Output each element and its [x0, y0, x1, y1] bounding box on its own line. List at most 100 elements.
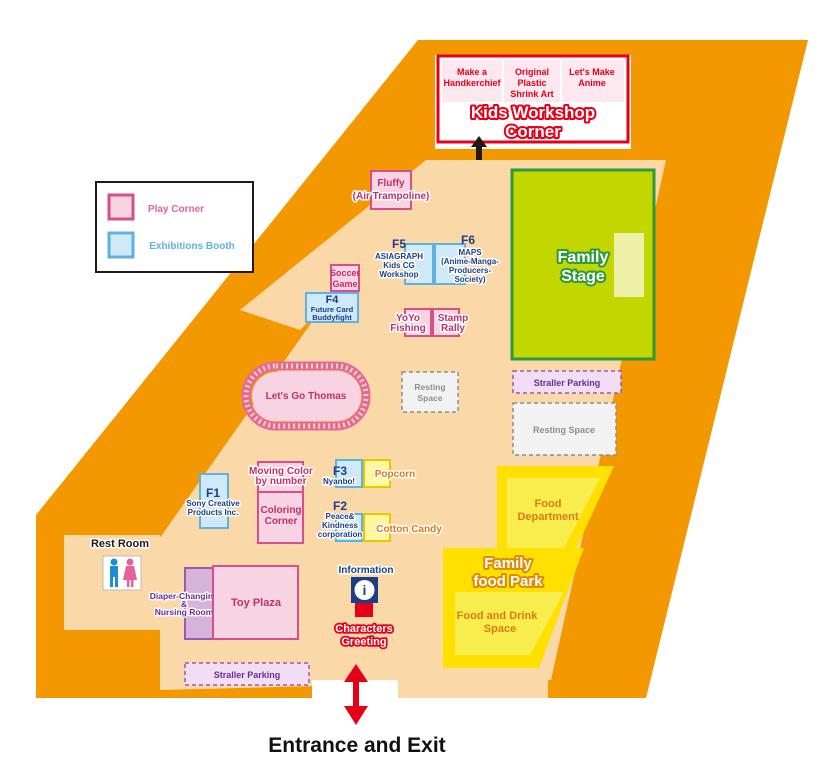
- cotton-candy-label: Cotton Candy: [376, 524, 442, 535]
- characters-greeting[interactable]: Characters Greeting: [334, 603, 394, 650]
- diaper-changing-nursing-room[interactable]: Diaper-Changing & Nursing Room: [148, 567, 220, 640]
- f5-label: Kids CG: [383, 261, 415, 270]
- f1-box: [199, 473, 229, 529]
- f2-box: [335, 513, 363, 542]
- coloring-corner[interactable]: Coloring Corner: [257, 491, 304, 544]
- information-booth[interactable]: Information i: [337, 564, 395, 603]
- booth-f1-sony[interactable]: F1 Sony Creative Products Inc.: [185, 473, 242, 529]
- moving-color-by-number[interactable]: Moving Color by number: [248, 461, 315, 493]
- booth-f3-nyanbo[interactable]: F3 Nyanbo!: [322, 459, 363, 488]
- fluffy-air-trampoline[interactable]: Fluffy (Air Trampoline): [351, 170, 431, 210]
- characters-box: [355, 603, 373, 617]
- legend: Play Corner Exhibitions Booth: [95, 181, 254, 273]
- stage-title: Stage: [561, 268, 605, 285]
- characters-label: Greeting: [341, 636, 386, 648]
- parking-label: Straller Parking: [534, 378, 601, 388]
- f6-box: [434, 243, 466, 285]
- f1-label: Products Inc.: [188, 508, 239, 517]
- resting-space-large[interactable]: Resting Space: [512, 402, 617, 456]
- parking-box: [512, 370, 622, 394]
- family-stage[interactable]: Family Stage: [510, 168, 656, 361]
- coloring-box: [257, 491, 304, 544]
- booth-f2-peace-kindness[interactable]: F2 Peace& Kindness corporation: [316, 499, 364, 542]
- workshop-item-label: Original: [515, 67, 549, 77]
- moving-label: by number: [255, 476, 306, 487]
- yoyo-label: YoYo: [396, 313, 420, 324]
- resting-box: [512, 402, 617, 456]
- booth-f5-asiagraph[interactable]: F5 ASIAGRAPH Kids CG Workshop: [373, 237, 434, 285]
- diaper-label: Nursing Room: [155, 607, 214, 617]
- soccer-game[interactable]: Soccer Game: [330, 264, 361, 292]
- f3-box: [335, 459, 363, 488]
- yoyo-box: [404, 308, 432, 337]
- yoyo-fishing[interactable]: YoYo Fishing: [389, 308, 432, 337]
- thomas-label: Let's Go Thomas: [266, 391, 347, 402]
- f6-label: Society): [454, 275, 485, 284]
- f5-label: Workshop: [380, 270, 419, 279]
- resting-label: Resting Space: [533, 425, 595, 435]
- f3-label: Nyanbo!: [323, 477, 355, 486]
- stamp-box: [432, 308, 460, 337]
- stroller-parking-top[interactable]: Straller Parking: [512, 370, 622, 394]
- railway-track-inner: [243, 363, 369, 429]
- f6-label: (Anime-Manga-: [441, 257, 499, 266]
- moving-box: [257, 461, 304, 493]
- f5-code: F5: [392, 237, 406, 251]
- cotton-candy-box: [363, 513, 391, 542]
- workshop-item-label: Shrink Art: [510, 89, 553, 99]
- stamp-label: Stamp: [438, 313, 469, 324]
- workshop-item-shrink-art[interactable]: [504, 60, 560, 102]
- coloring-label: Corner: [265, 516, 298, 527]
- fluffy-box: [370, 170, 412, 210]
- toy-plaza[interactable]: Toy Plaza: [212, 565, 299, 640]
- workshop-title: Kids Workshop: [471, 103, 595, 122]
- workshop-item-label: Anime: [578, 78, 606, 88]
- workshop-item-anime[interactable]: [562, 60, 624, 102]
- f6-label: MAPS: [458, 248, 482, 257]
- popcorn-stand[interactable]: Popcorn: [363, 459, 417, 488]
- fluffy-label: Fluffy: [377, 178, 405, 189]
- kids-workshop-corner[interactable]: Make a Handkerchief Original Plastic Shr…: [429, 49, 637, 155]
- f1-code: F1: [206, 486, 220, 500]
- diaper-box: [184, 567, 214, 640]
- soccer-box: [330, 264, 360, 292]
- food-area[interactable]: Food Department Family food Park Food an…: [443, 466, 614, 668]
- rest-room[interactable]: Rest Room: [89, 537, 151, 591]
- up-arrow-icon: [471, 136, 487, 160]
- resting-space-small[interactable]: Resting Space: [401, 371, 459, 413]
- f2-label: Kindness: [322, 521, 359, 530]
- yoyo-label: Fishing: [390, 323, 426, 334]
- f2-label: corporation: [318, 530, 363, 539]
- booth-f4-future-card[interactable]: F4 Future Card Buddyfight: [305, 292, 359, 323]
- soccer-label: Soccer: [330, 268, 361, 278]
- information-label: Information: [339, 565, 394, 576]
- legend-play-corner: Play Corner: [148, 204, 204, 215]
- stamp-label: Rally: [441, 323, 465, 334]
- stamp-rally[interactable]: Stamp Rally: [432, 308, 470, 337]
- soccer-label: Game: [332, 279, 357, 289]
- info-icon-glyph: i: [363, 582, 367, 598]
- entrance-gap-right: [398, 680, 548, 698]
- lets-go-thomas[interactable]: Let's Go Thomas: [241, 361, 371, 431]
- rest-room-label: Rest Room: [91, 538, 149, 550]
- restroom-icon: [102, 555, 142, 591]
- food-drink-label: Space: [484, 623, 516, 635]
- f6-code: F6: [461, 233, 475, 247]
- f2-code: F2: [333, 499, 347, 513]
- coloring-label: Coloring: [260, 505, 301, 516]
- stroller-parking-bottom[interactable]: Straller Parking: [184, 662, 310, 686]
- workshop-item-label: Let's Make: [569, 67, 615, 77]
- f4-label: Future Card: [311, 305, 354, 314]
- cotton-candy-stand[interactable]: Cotton Candy: [363, 513, 444, 542]
- popcorn-box: [363, 459, 391, 488]
- moving-label: Moving Color: [249, 466, 313, 477]
- diaper-label: &: [181, 599, 187, 609]
- characters-label: Characters: [335, 623, 392, 635]
- resting-label: Space: [417, 393, 442, 403]
- booth-f6-maps[interactable]: F6 MAPS (Anime-Manga- Producers- Society…: [434, 233, 501, 286]
- legend-swatch-play-corner: [107, 193, 135, 221]
- workshop-item-handkerchief[interactable]: [442, 60, 502, 102]
- parking-label: Straller Parking: [214, 670, 281, 680]
- food-department-label: Department: [517, 511, 578, 523]
